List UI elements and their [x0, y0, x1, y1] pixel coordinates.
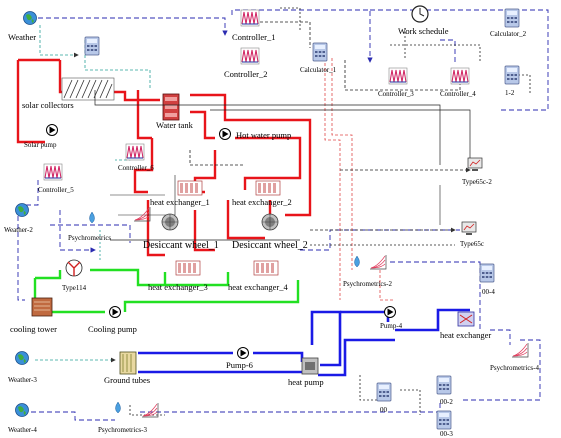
label-pump-4: Pump-4 [380, 322, 403, 330]
controller-3-icon[interactable] [388, 67, 408, 85]
psychrometrics-drop-icon[interactable] [89, 211, 95, 224]
label-type65c: Type65c [460, 240, 484, 248]
label-cooling-pump: Cooling pump [88, 324, 137, 334]
type65c-monitor-icon[interactable] [461, 221, 477, 235]
controller-5-icon[interactable] [43, 163, 63, 181]
label-controller-3: Controller_3 [378, 90, 414, 98]
heat-exchanger-3-icon[interactable] [175, 260, 201, 276]
label-002: 00-2 [440, 398, 453, 406]
label-calculator-1: Calculator_1 [300, 66, 337, 74]
label-hot-water-pump: Hot water pump [236, 130, 291, 140]
label-psychrometrics-3: Psychrometrics-3 [98, 426, 147, 434]
label-heat-exchanger-3: heat exchanger_3 [148, 282, 208, 292]
label-weather-2: Weather-2 [4, 226, 33, 234]
psychrometrics-2-icon[interactable] [369, 254, 387, 270]
label-pump-6: Pump-6 [226, 360, 253, 370]
controller-4-icon[interactable] [450, 67, 470, 85]
pump-6-icon[interactable] [237, 347, 249, 359]
cooling-tower-icon[interactable] [31, 297, 53, 317]
solar-pump-icon[interactable] [46, 124, 58, 136]
hot-water-pump-icon[interactable] [219, 128, 231, 140]
calc-12-icon[interactable] [504, 65, 520, 85]
weather-3-icon[interactable] [15, 351, 29, 365]
control-signals [35, 7, 531, 416]
label-controller-6: Controller_6 [118, 164, 154, 172]
label-003: 00-3 [440, 430, 453, 438]
label-desiccant-wheel-1: Desiccant wheel_1 [143, 240, 219, 251]
label-cooling-tower: cooling tower [10, 324, 57, 334]
weather-4-icon[interactable] [15, 403, 29, 417]
output-wires [94, 90, 471, 241]
label-heat-exchanger-1: heat exchanger_1 [150, 197, 210, 207]
label-controller-2: Controller_2 [224, 69, 267, 79]
label-weather: Weather [8, 32, 36, 42]
weather-2-icon[interactable] [15, 203, 29, 217]
label-psychrometrics: Psychrometrics [68, 234, 111, 242]
controller-6-icon[interactable] [125, 143, 145, 161]
heat-exchanger-main-icon[interactable] [457, 311, 475, 327]
controller-2-icon[interactable] [240, 47, 260, 65]
air-flow-lines [17, 9, 549, 421]
label-weather-3: Weather-3 [8, 376, 37, 384]
ground-tubes-icon[interactable] [119, 351, 137, 375]
label-solar-pump: Solar pump [24, 141, 57, 149]
calculator-1-icon[interactable] [312, 42, 328, 62]
label-calculator-2: Calculator_2 [490, 30, 527, 38]
label-water-tank: Water tank [156, 120, 194, 130]
label-work-schedule: Work schedule [398, 26, 449, 36]
calc-004-icon[interactable] [479, 263, 495, 283]
pump-4-icon[interactable] [384, 306, 396, 318]
heat-exchanger-2-icon[interactable] [255, 180, 281, 196]
label-heat-exchanger: heat exchanger [440, 330, 491, 340]
label-psychrometrics-4: Psychrometrics-4 [490, 364, 539, 372]
calculator-icon[interactable] [84, 36, 100, 56]
desiccant-wheel-1-icon[interactable] [161, 213, 179, 231]
psychrometrics-2-drop-icon[interactable] [354, 255, 360, 268]
heat-exchanger-4-icon[interactable] [253, 260, 279, 276]
label-00: 00 [380, 406, 388, 414]
calculator-2-icon[interactable] [504, 8, 520, 28]
psychrometrics-4-icon[interactable] [511, 342, 529, 358]
label-solar-collectors: solar collectors [22, 100, 74, 110]
work-schedule-clock-icon[interactable] [411, 5, 429, 23]
cooling-pump-icon[interactable] [109, 306, 121, 318]
type114-fan-icon[interactable] [65, 259, 83, 277]
calc-003-icon[interactable] [436, 410, 452, 430]
label-type114: Type114 [62, 284, 87, 292]
label-004: 00-4 [482, 288, 495, 296]
controller-1-icon[interactable] [240, 9, 260, 27]
heat-pump-icon[interactable] [301, 357, 319, 375]
calc-00-icon[interactable] [376, 382, 392, 402]
label-controller-1: Controller_1 [232, 32, 275, 42]
label-12: 1-2 [505, 89, 515, 97]
label-psychrometrics-2: Psychrometrics-2 [343, 280, 392, 288]
water-tank-icon [162, 93, 180, 121]
desiccant-wheel-2-icon[interactable] [261, 213, 279, 231]
label-heat-exchanger-2: heat exchanger_2 [232, 197, 292, 207]
label-heat-pump: heat pump [288, 377, 324, 387]
solar-collectors-array [61, 77, 115, 101]
label-type65c-2: Type65c-2 [462, 178, 492, 186]
component-labels: Weather Controller_1 Controller_2 Calcul… [4, 26, 539, 438]
calc-002-icon[interactable] [436, 375, 452, 395]
label-ground-tubes: Ground tubes [104, 375, 150, 385]
heat-exchanger-1-icon[interactable] [177, 180, 203, 196]
label-controller-5: Controller_5 [38, 186, 74, 194]
label-desiccant-wheel-2: Desiccant wheel_2 [232, 240, 308, 251]
type65c-2-monitor-icon[interactable] [467, 157, 483, 171]
weather-top-icon[interactable] [23, 11, 37, 25]
label-heat-exchanger-4: heat exchanger_4 [228, 282, 288, 292]
label-weather-4: Weather-4 [8, 426, 37, 434]
psychrometrics-3-drop-icon[interactable] [115, 401, 121, 414]
label-controller-4: Controller_4 [440, 90, 476, 98]
